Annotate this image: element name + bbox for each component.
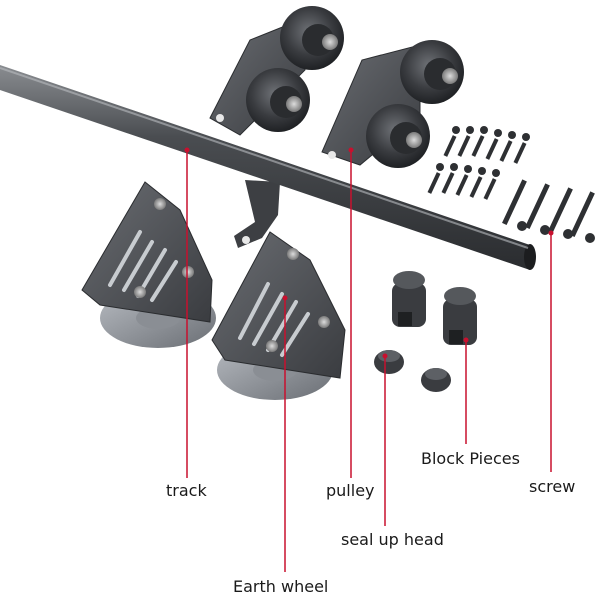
- pulley-hanger-left: [209, 6, 344, 136]
- track-bracket: [234, 180, 280, 248]
- block-piece-left: [392, 271, 426, 327]
- block-pieces-label: Block Pieces: [421, 449, 520, 468]
- block-piece-right: [443, 287, 477, 345]
- track-rail: [0, 65, 536, 270]
- earth-wheel-right: [211, 231, 346, 400]
- seal-up-head-left: [374, 350, 404, 374]
- screw-label: screw: [529, 477, 576, 496]
- leader-line-seal-up-head: [382, 353, 388, 526]
- pulley-hanger-right: [321, 40, 464, 168]
- screw-set: [427, 126, 595, 243]
- seal-up-head-label: seal up head: [341, 530, 444, 549]
- pulley-label: pulley: [326, 481, 375, 500]
- leader-line-block-pieces: [463, 337, 469, 444]
- leader-line-earth-wheel: [282, 295, 288, 572]
- leader-line-pulley: [348, 147, 354, 478]
- leader-line-screw: [548, 230, 554, 472]
- leader-line-track: [184, 147, 190, 478]
- earth-wheel-left: [81, 181, 216, 348]
- track-label: track: [166, 481, 207, 500]
- earth-wheel-label: Earth wheel: [233, 577, 329, 596]
- seal-up-head-right: [421, 368, 451, 392]
